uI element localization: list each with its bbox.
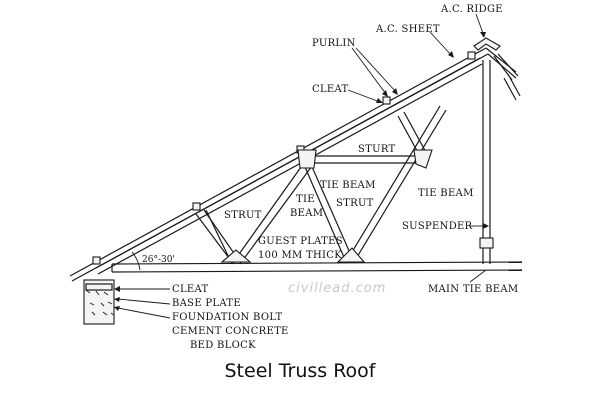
tie-beam-horizontal	[302, 155, 424, 164]
label-tie-left-1: TIE	[296, 194, 315, 205]
left-strut	[205, 209, 233, 265]
label-cleat-top: CLEAT	[312, 84, 348, 95]
label-sturt: STURT	[358, 144, 396, 155]
label-suspender: SUSPENDER	[402, 221, 473, 232]
principal-rafter	[95, 57, 483, 275]
label-base-plate: BASE PLATE	[172, 298, 241, 309]
label-cement-concrete: CEMENT CONCRETE	[172, 326, 289, 337]
center-strut	[231, 159, 313, 265]
label-foundation-bolt: FOUNDATION BOLT	[172, 312, 283, 323]
label-strut-left: STRUT	[224, 210, 262, 221]
figure-caption: Steel Truss Roof	[224, 360, 376, 382]
bed-block	[83, 279, 115, 325]
label-cleat-bottom: CLEAT	[172, 284, 208, 295]
label-ac-sheet: A.C. SHEET	[375, 24, 440, 35]
label-ac-ridge: A.C. RIDGE	[440, 4, 503, 15]
watermark: civillead.com	[288, 281, 386, 296]
purlins	[92, 51, 476, 265]
label-bed-block: BED BLOCK	[190, 340, 256, 351]
label-tie-beam-center: TIE BEAM	[320, 180, 376, 191]
main-tie-beam	[111, 261, 523, 273]
gusset-plates	[220, 149, 433, 263]
angle-arc	[131, 251, 141, 271]
label-tie-left-2: BEAM	[290, 208, 323, 219]
label-strut-center: STRUT	[336, 198, 374, 209]
suspender	[479, 60, 494, 264]
label-guest-plates: GUEST PLATES	[258, 236, 343, 247]
label-tie-beam-right: TIE BEAM	[418, 188, 474, 199]
tie-beam-center	[301, 159, 355, 263]
leader-lines	[114, 13, 489, 319]
label-thickness: 100 MM THICK	[258, 250, 342, 261]
label-angle: 26°-30'	[142, 255, 175, 265]
tie-beam-right	[345, 105, 447, 263]
ridge-cap	[473, 37, 521, 101]
label-purlin: PURLIN	[312, 38, 356, 49]
label-main-tie-beam: MAIN TIE BEAM	[428, 284, 518, 295]
